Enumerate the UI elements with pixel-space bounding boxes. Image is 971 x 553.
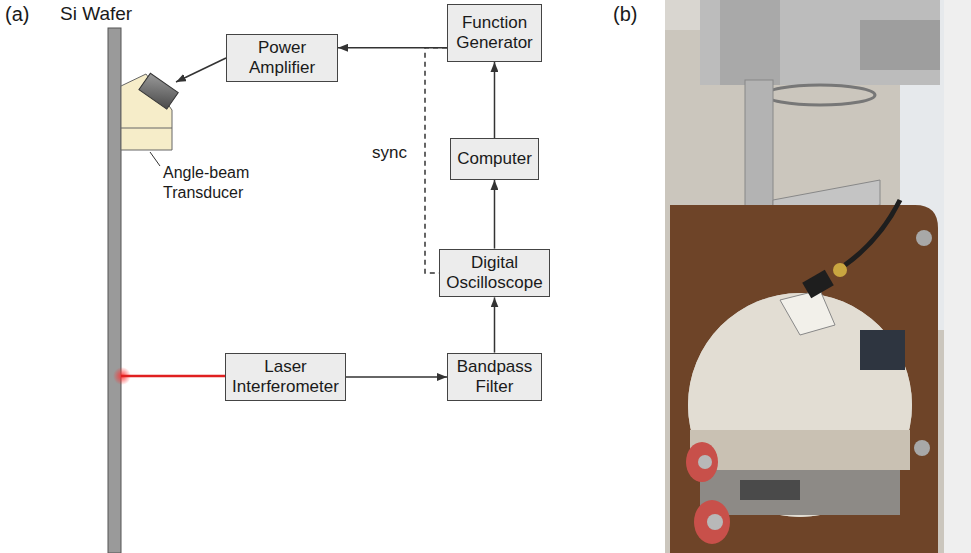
laser-beam: [121, 375, 238, 378]
drive-wire: [176, 58, 226, 82]
box-label: Function Generator: [454, 13, 535, 54]
photo: [665, 0, 971, 553]
signal-arrow: [494, 180, 496, 249]
signal-arrow: [346, 376, 447, 378]
text-label: (b): [613, 3, 637, 26]
instrument-box: Digital Oscilloscope: [439, 249, 549, 298]
box-label: Laser Interferometer: [232, 357, 339, 398]
signal-arrow: [338, 47, 447, 49]
instrument-box: Bandpass Filter: [447, 353, 542, 402]
edge-label: sync: [372, 143, 407, 163]
instrument-box: Function Generator: [447, 4, 542, 62]
angle-beam-transducer: [121, 73, 178, 150]
box-label: Digital Oscilloscope: [446, 253, 542, 294]
box-label: Bandpass Filter: [454, 357, 535, 398]
text-label: Angle-beam Transducer: [163, 163, 273, 203]
instrument-box: Laser Interferometer: [225, 353, 346, 402]
instrument-box: Computer: [450, 138, 539, 180]
text-label: (a): [5, 3, 29, 26]
signal-arrow: [494, 62, 496, 138]
box-label: Computer: [457, 149, 532, 169]
box-label: Power Amplifier: [233, 38, 331, 79]
text-label: Si Wafer: [60, 3, 132, 25]
sync-line: [425, 48, 447, 273]
signal-arrow: [494, 297, 496, 352]
instrument-box: Power Amplifier: [226, 34, 338, 83]
si-wafer: [108, 28, 121, 553]
leader-line: [150, 152, 160, 166]
